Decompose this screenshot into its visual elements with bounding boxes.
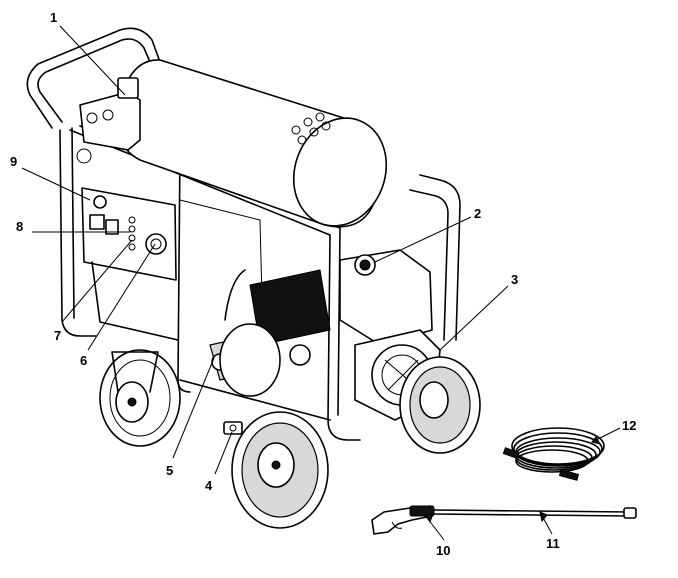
callout-6: 6 [80,353,87,368]
rear-right-wheel [219,323,281,397]
callout-9: 9 [10,154,17,169]
high-pressure-hose-coil [502,427,605,481]
callout-4: 4 [205,478,213,493]
callout-1: 1 [50,10,57,25]
callout-12: 12 [622,418,636,433]
callout-labels: 1 2 3 4 5 6 7 8 9 10 11 12 [10,10,636,558]
callout-8: 8 [16,219,23,234]
outlet-fitting [223,421,243,435]
callout-2: 2 [474,206,481,221]
callout-11: 11 [546,536,560,551]
front-left-wheel [231,411,329,529]
spray-gun [371,505,435,535]
fuel-tank [91,199,263,341]
callout-3: 3 [511,272,518,287]
spray-wand [433,507,637,519]
callout-7: 7 [54,328,61,343]
callout-10: 10 [436,543,450,558]
control-panel [81,187,177,281]
front-right-wheel [399,356,481,454]
callout-leaders [21,25,621,541]
callout-5: 5 [166,463,173,478]
rear-left-wheel [99,349,181,447]
